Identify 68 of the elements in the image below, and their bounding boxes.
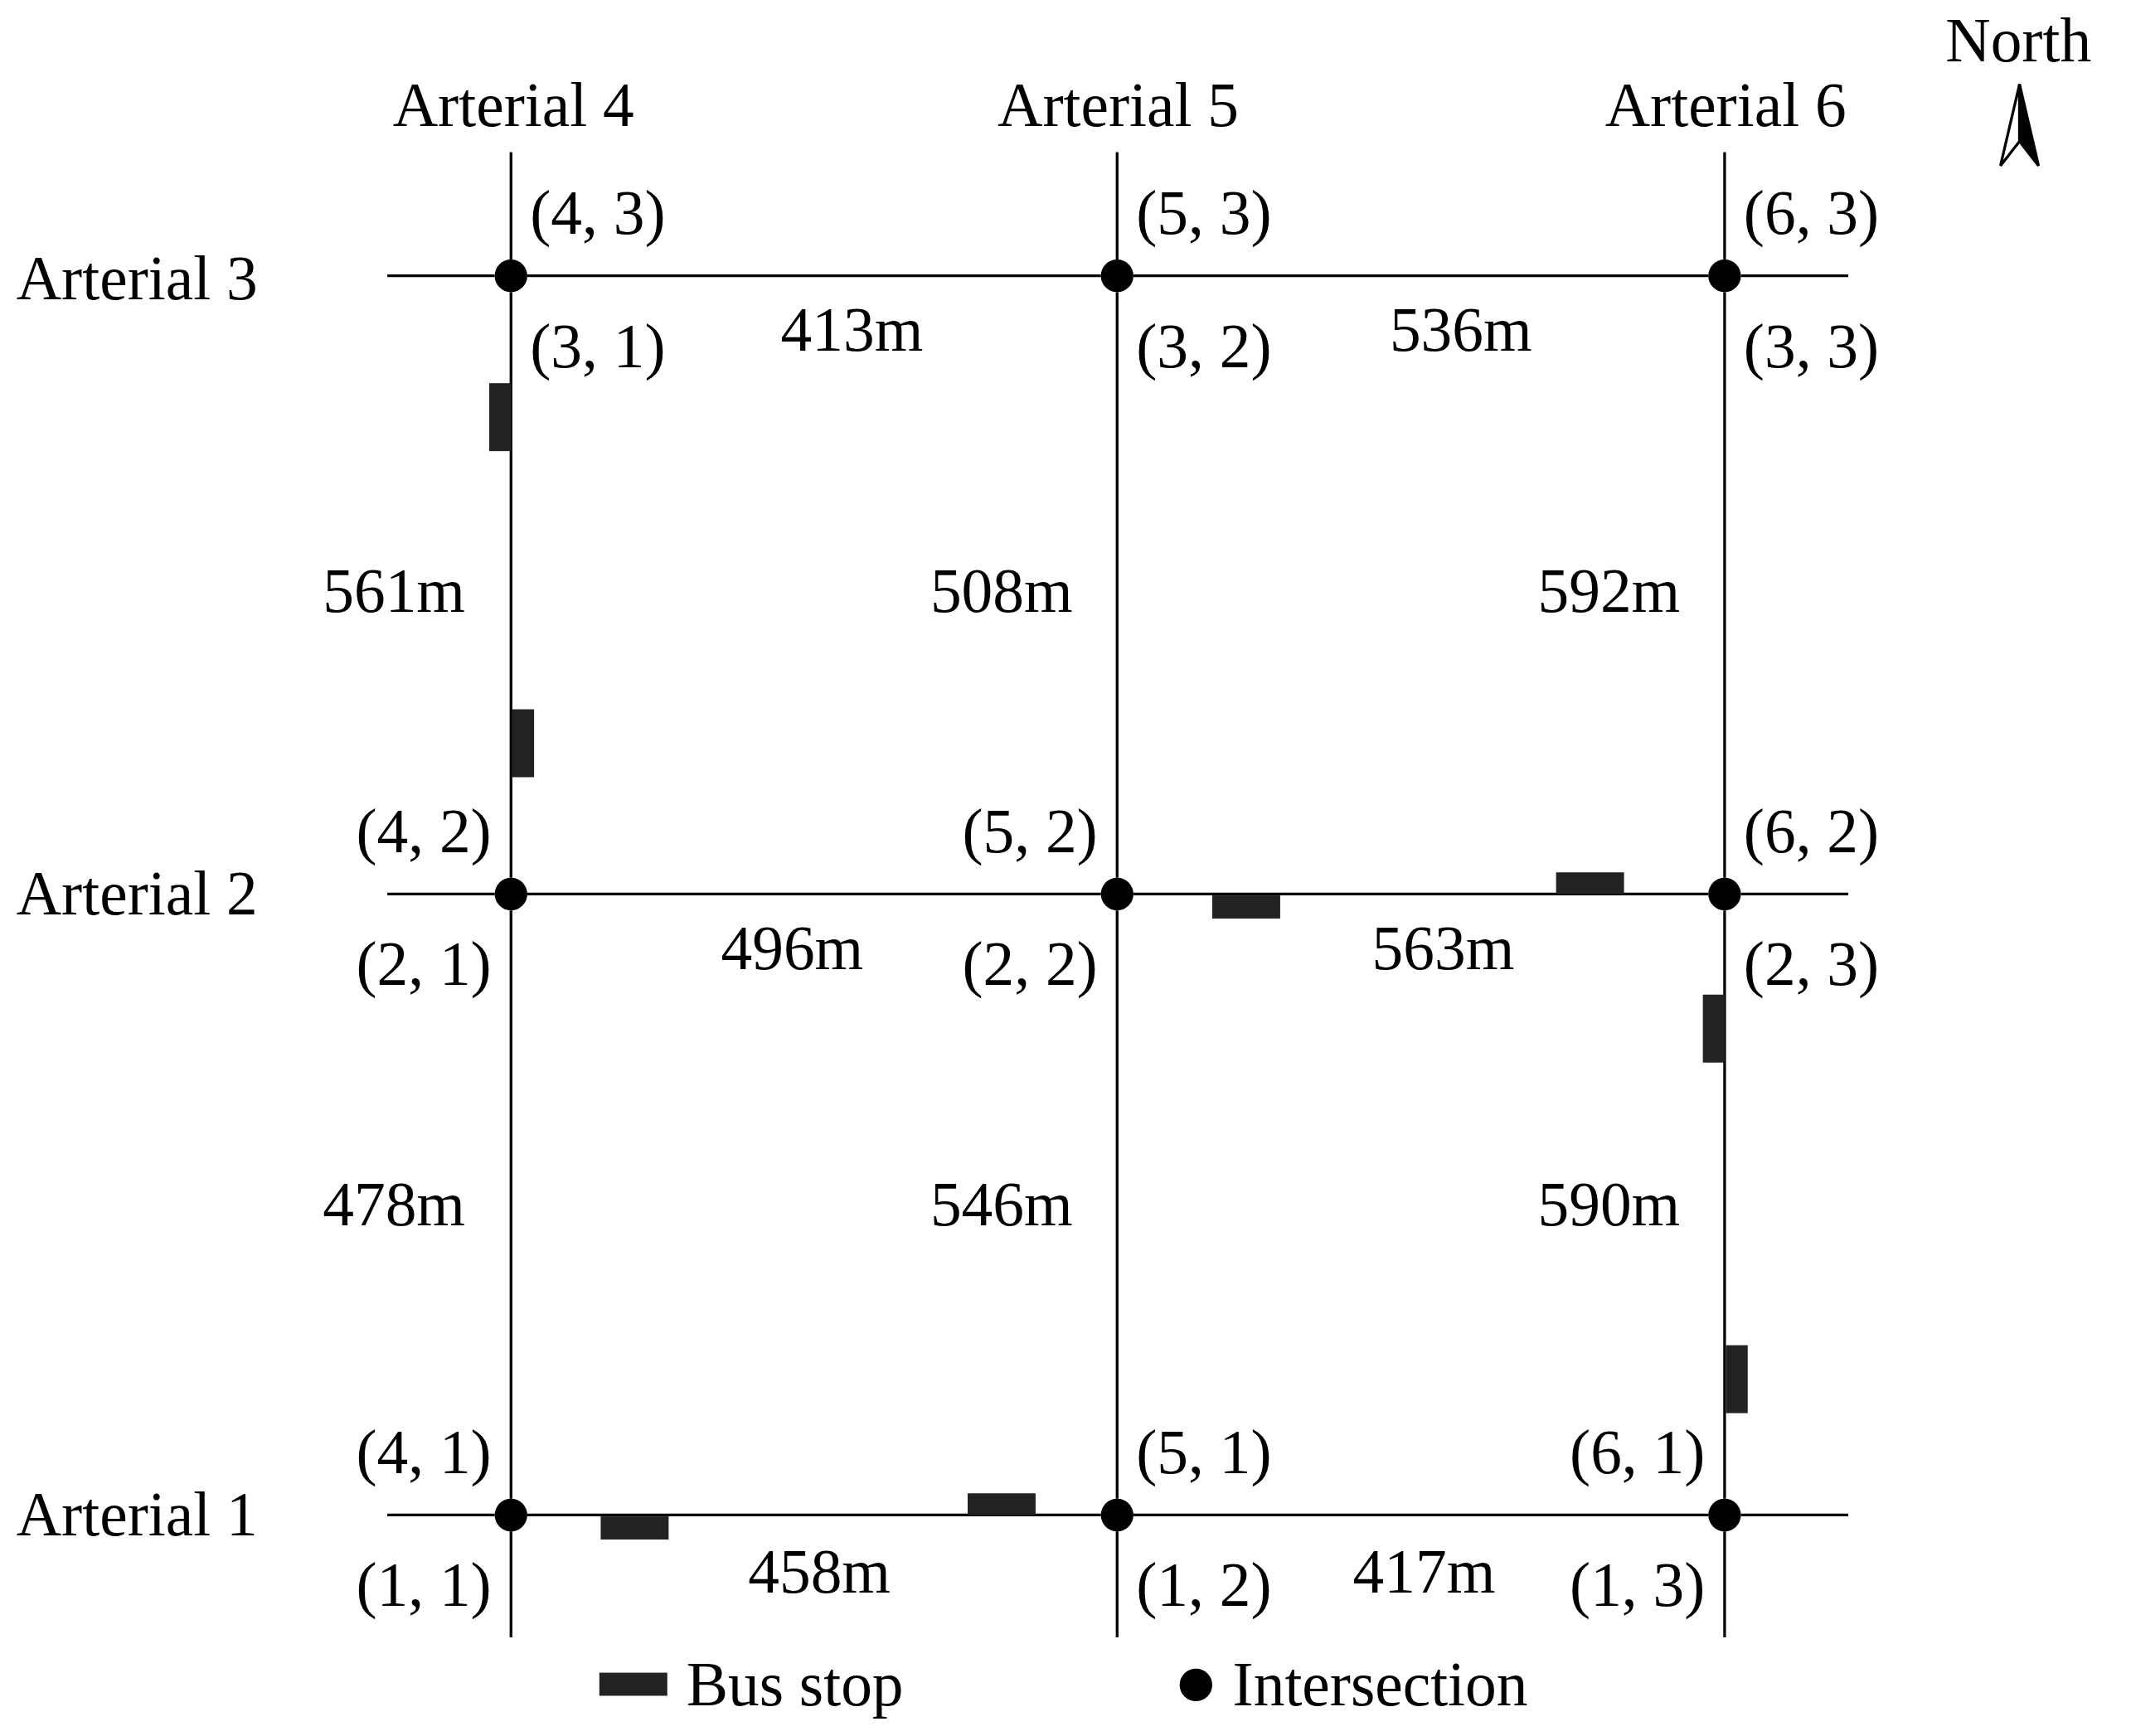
coordinate-label: (2, 3)	[1743, 933, 1880, 997]
road-name-label: Arterial 6	[1604, 75, 1847, 138]
intersection-dot	[1100, 877, 1133, 911]
north-label: North	[1945, 9, 2092, 72]
bus-stop-marker	[600, 1516, 669, 1540]
bus-stop-marker	[1702, 994, 1725, 1063]
road-line	[1115, 1531, 1119, 1637]
road-line	[1115, 152, 1119, 260]
distance-label: 546m	[930, 1174, 1073, 1237]
road-name-label: Arterial 4	[392, 75, 634, 138]
distance-label: 563m	[1371, 917, 1515, 980]
road-line	[1740, 1513, 1849, 1517]
road-name-label: Arterial 1	[16, 1483, 258, 1547]
road-line	[1115, 910, 1119, 1499]
road-line	[1133, 274, 1709, 278]
coordinate-label: (1, 1)	[356, 1554, 492, 1617]
road-line	[1723, 152, 1726, 260]
bus-stop-marker	[967, 1493, 1036, 1515]
intersection-dot	[1100, 1498, 1133, 1532]
bus-stop-marker	[512, 709, 535, 778]
road-line	[509, 152, 512, 260]
road-line	[509, 292, 512, 878]
distance-label: 536m	[1389, 298, 1532, 361]
bus-stop-marker	[489, 383, 512, 452]
coordinate-label: (2, 1)	[356, 933, 492, 997]
bus-stop-marker	[1726, 1345, 1748, 1414]
bus-stop-marker	[1556, 872, 1624, 895]
intersection-dot	[494, 1498, 527, 1532]
road-line	[527, 274, 1101, 278]
distance-label: 413m	[780, 298, 924, 361]
road-line	[1740, 892, 1849, 896]
distance-label: 592m	[1537, 560, 1681, 623]
road-line	[1723, 1531, 1726, 1637]
road-name-label: Arterial 3	[16, 247, 258, 310]
road-line	[1723, 910, 1726, 1499]
intersection-dot	[494, 259, 527, 293]
road-line	[509, 1531, 512, 1637]
road-line	[1133, 1513, 1709, 1517]
coordinate-label: (1, 2)	[1136, 1554, 1272, 1617]
distance-label: 508m	[930, 560, 1073, 623]
bus-stop-marker	[1212, 895, 1280, 919]
road-line	[1740, 274, 1849, 278]
road-line	[387, 1513, 495, 1517]
road-line	[509, 910, 512, 1499]
road-name-label: Arterial 2	[16, 862, 258, 926]
road-name-label: Arterial 5	[998, 75, 1239, 138]
distance-label: 496m	[721, 917, 864, 980]
distance-label: 417m	[1352, 1540, 1496, 1603]
distance-label: 458m	[748, 1540, 891, 1603]
coordinate-label: (1, 3)	[1570, 1554, 1706, 1617]
road-line	[527, 1513, 1101, 1517]
distance-label: 561m	[323, 560, 465, 623]
legend-label: Intersection	[1232, 1653, 1528, 1717]
road-line	[387, 892, 495, 896]
distance-label: 590m	[1537, 1174, 1681, 1237]
road-line	[1115, 292, 1119, 878]
intersection-dot	[1708, 877, 1741, 911]
intersection-dot	[1100, 259, 1133, 293]
road-line	[1723, 292, 1726, 878]
intersection-dot	[494, 877, 527, 911]
coordinate-label: (2, 2)	[962, 933, 1098, 997]
legend-label: Bus stop	[686, 1653, 904, 1717]
intersection-dot	[1708, 259, 1741, 293]
road-line	[1133, 892, 1709, 896]
road-line	[527, 892, 1101, 896]
distance-label: 478m	[323, 1174, 465, 1237]
intersection-dot	[1708, 1498, 1741, 1532]
road-line	[387, 274, 495, 278]
